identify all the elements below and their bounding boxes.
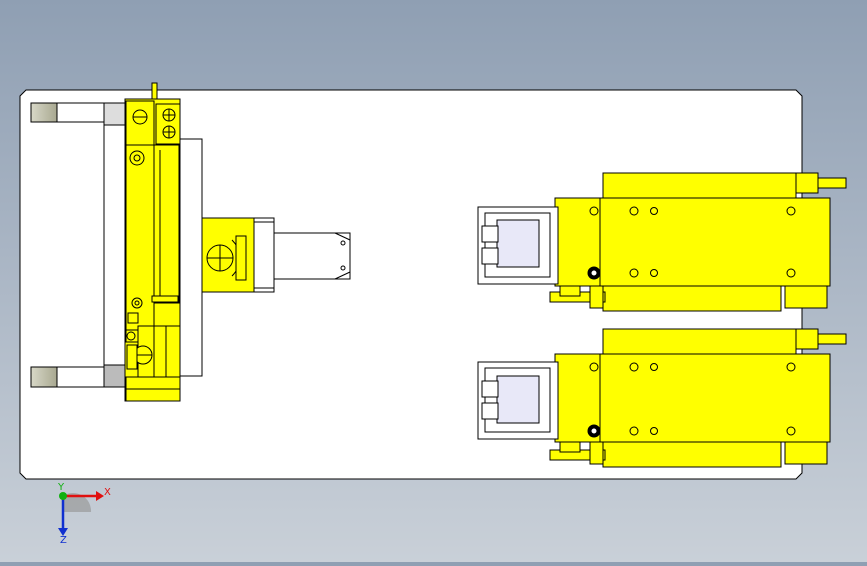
y-axis-label: Y — [57, 482, 65, 493]
cylinder-body — [554, 197, 831, 287]
left-gripper-assembly[interactable] — [30, 82, 351, 402]
cylinder-unit-bottom[interactable] — [477, 328, 847, 468]
cylinder-unit-top[interactable] — [477, 172, 847, 312]
x-axis-label: X — [104, 487, 111, 498]
z-axis-label: Z — [60, 535, 67, 546]
frame-rail — [103, 124, 127, 366]
mount-plate — [179, 138, 203, 377]
axis-triad: X Y Z — [57, 482, 111, 546]
cylinder-body — [554, 353, 831, 443]
